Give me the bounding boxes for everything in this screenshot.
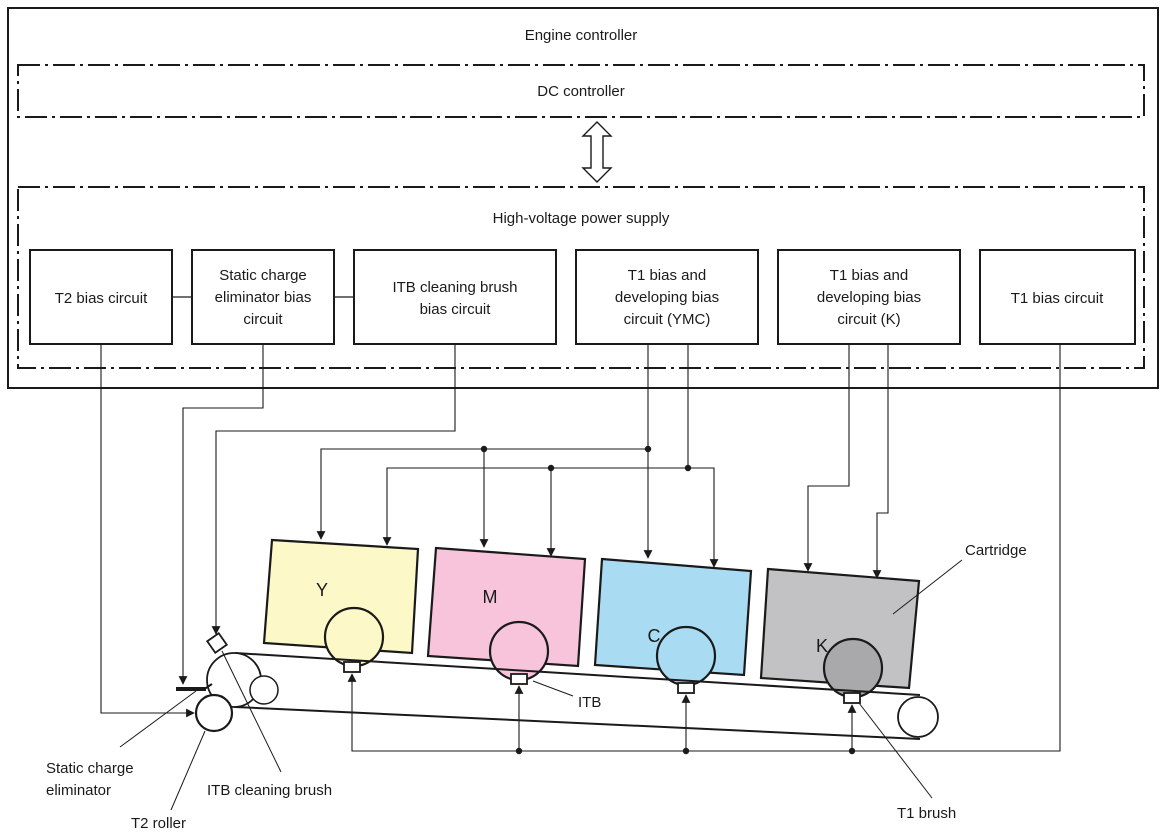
circuit-label-t1: T1 bias circuit — [1011, 290, 1104, 307]
circuit-label-itbclean-1: ITB cleaning brush — [392, 279, 517, 296]
circuit-label-t1ymc-3: circuit (YMC) — [624, 311, 711, 328]
circuit-label-t1ymc-2: developing bias — [615, 289, 719, 306]
belt-tension-roller — [897, 696, 939, 738]
dc-controller-box — [17, 64, 1145, 118]
circuit-box-t1ymc — [575, 249, 759, 345]
drum-y — [323, 606, 385, 668]
hv-power-supply-box — [17, 186, 1145, 369]
callout-line-static — [119, 690, 197, 748]
wire-static-bias — [178, 344, 264, 685]
callout-line-cartridge — [892, 559, 963, 615]
callout-line-itb — [532, 680, 574, 697]
circuit-box-t1k — [777, 249, 961, 345]
callout-static-1: Static charge — [46, 760, 134, 777]
hv-power-supply-title: High-voltage power supply — [493, 210, 670, 227]
t1-brush-m — [510, 673, 528, 685]
bidirectional-arrow — [581, 121, 613, 183]
cartridge-label-k: K — [816, 636, 828, 656]
t1-brush-c — [677, 682, 695, 694]
circuit-boxes: T2 bias circuit Static charge eliminator… — [29, 249, 1136, 345]
wire-itbclean-bias — [211, 344, 456, 635]
circuit-box-t1 — [979, 249, 1136, 345]
callout-t2-roller: T2 roller — [131, 815, 186, 832]
wire-t2-bias — [100, 344, 195, 718]
callouts: Cartridge ITB Static charge eliminator I… — [46, 542, 1027, 832]
wire-ymc-c-b — [688, 467, 719, 568]
circuit-box-static — [191, 249, 335, 345]
circuit-box-t2 — [29, 249, 173, 345]
dc-controller-title: DC controller — [537, 83, 625, 100]
wire-t1-bias — [347, 344, 1061, 752]
callout-cartridge: Cartridge — [965, 542, 1027, 559]
callout-itb-cleaning-brush: ITB cleaning brush — [207, 782, 332, 799]
cartridge-label-y: Y — [316, 580, 328, 600]
drum-c — [655, 625, 717, 687]
circuit-label-itbclean-2: bias circuit — [420, 301, 492, 318]
circuit-label-t1ymc-1: T1 bias and — [628, 267, 706, 284]
cartridges: Y M C K — [262, 538, 921, 699]
cartridge-label-m: M — [483, 587, 498, 607]
wiring — [100, 344, 1061, 752]
callout-t1-brush: T1 brush — [897, 805, 956, 822]
circuit-box-itbclean — [353, 249, 557, 345]
wire-k-b — [872, 344, 889, 579]
wire-k-a — [803, 344, 850, 572]
cartridge-m — [426, 546, 587, 668]
callout-line-t1-brush — [858, 702, 933, 799]
circuit-label-static-2: eliminator bias — [215, 289, 312, 306]
callout-line-t2 — [170, 730, 206, 811]
t2-roller — [194, 693, 234, 733]
circuit-label-static-1: Static charge — [219, 267, 307, 284]
wire-ymc-b — [382, 344, 689, 546]
callout-line-itb-brush — [221, 650, 282, 773]
callout-itb: ITB — [578, 694, 601, 711]
drum-k — [822, 637, 884, 699]
circuit-label-t1k-1: T1 bias and — [830, 267, 908, 284]
callout-static-2: eliminator — [46, 782, 111, 799]
circuit-label-t1k-2: developing bias — [817, 289, 921, 306]
itb-belt — [206, 652, 939, 740]
circuit-label-t1k-3: circuit (K) — [837, 311, 900, 328]
belt-small-roller — [249, 675, 279, 705]
t1-brush-k — [843, 692, 861, 704]
engine-controller-title: Engine controller — [525, 27, 638, 44]
t1-brush-y — [343, 661, 361, 673]
itb-cleaning-brush — [205, 631, 229, 655]
circuit-label-static-3: circuit — [243, 311, 283, 328]
circuit-label-t2: T2 bias circuit — [55, 290, 148, 307]
static-charge-eliminator — [176, 683, 213, 691]
cartridge-label-c: C — [648, 626, 661, 646]
t1-brushes — [343, 661, 861, 704]
engine-controller-box — [7, 7, 1159, 389]
junction-dots — [480, 445, 856, 755]
